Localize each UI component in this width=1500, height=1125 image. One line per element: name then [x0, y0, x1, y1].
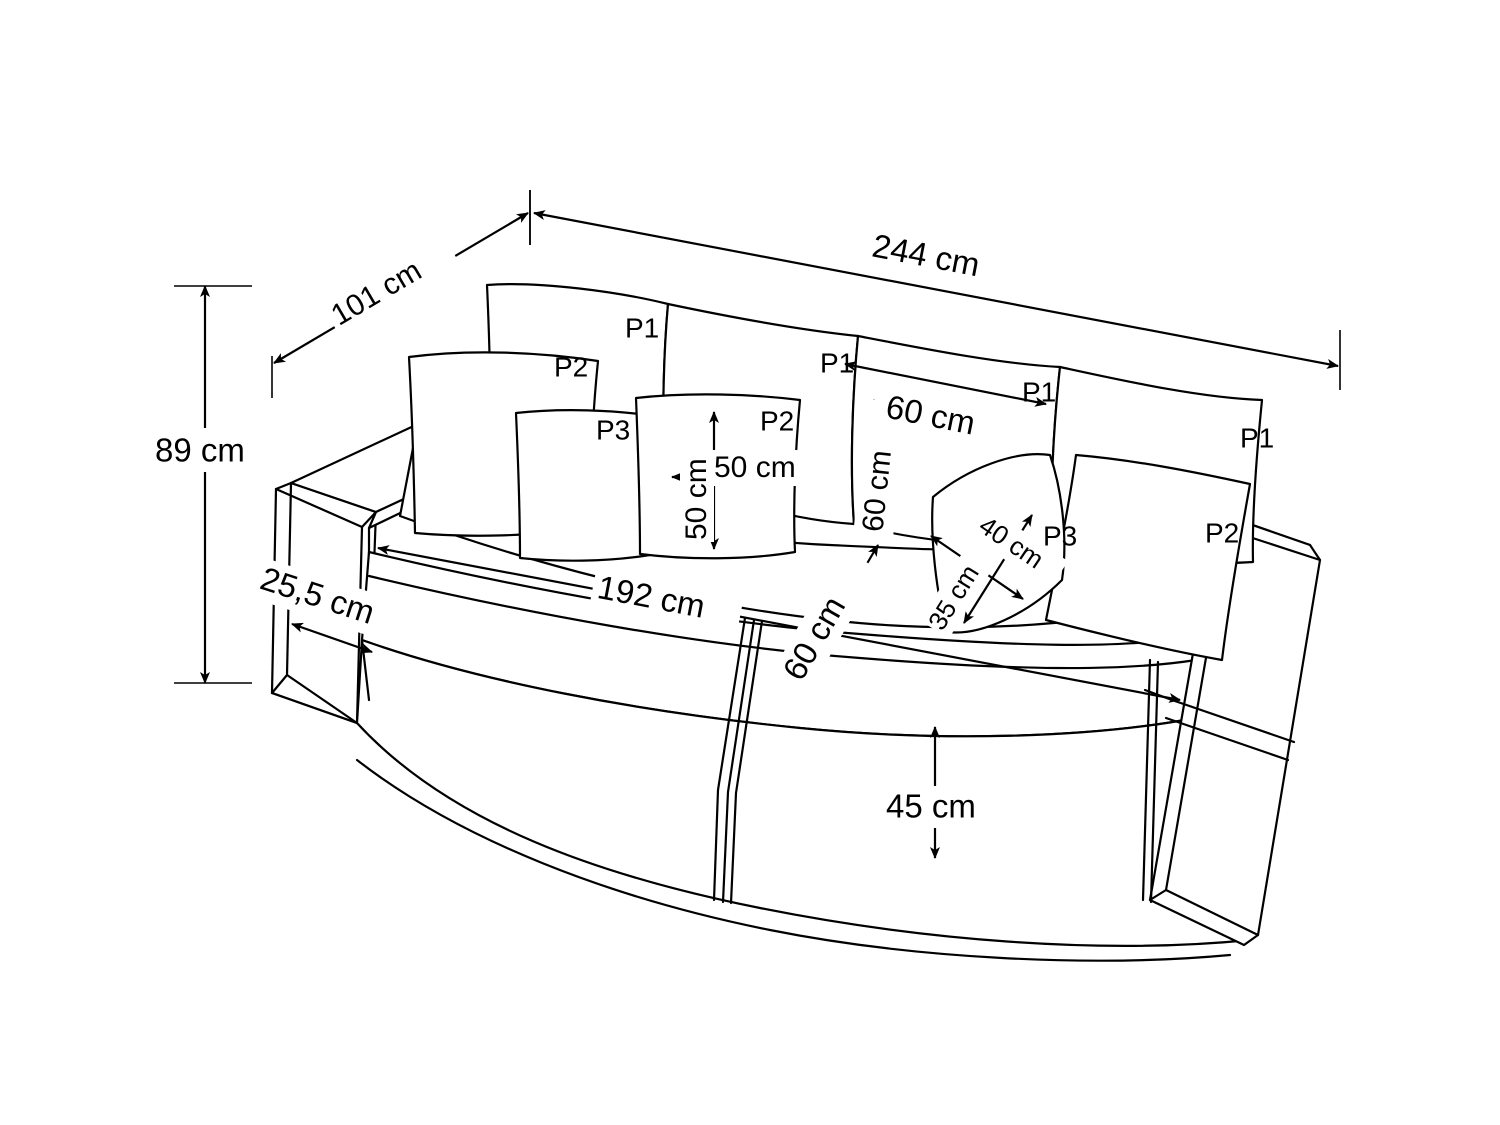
label-p2-height: 50 cm: [680, 458, 713, 540]
tag-p1-mid: P1: [820, 347, 854, 378]
tag-p1-left: P1: [625, 312, 659, 343]
label-seat-height: 45 cm: [886, 788, 976, 825]
pillow-tag-labels: P1 P1 P1 P1 P2 P2 P2 P3 P3: [554, 312, 1274, 551]
dimension-p2-pillow: 50 cm 50 cm: [671, 411, 806, 550]
tag-p3-left: P3: [596, 414, 630, 445]
dimension-p3-pillow: 40 cm 35 cm: [920, 507, 1069, 639]
dimension-seat-height: 45 cm: [884, 726, 996, 859]
cushion-p2-right: [1044, 453, 1252, 662]
tag-p3-right: P3: [1043, 520, 1077, 551]
tag-p1-far-right: P1: [1240, 422, 1274, 453]
label-p2-width: 50 cm: [714, 451, 796, 484]
tag-p1-right: P1: [1022, 376, 1056, 407]
dimension-height: 89 cm: [152, 285, 272, 684]
tag-p2-front: P2: [760, 405, 794, 436]
tag-p2-back-left: P2: [554, 351, 588, 382]
label-height: 89 cm: [155, 432, 245, 469]
cushion-p3-left: [514, 409, 656, 562]
dimension-back-height: 60 cm: [853, 399, 908, 537]
tag-p2-right: P2: [1205, 517, 1239, 548]
